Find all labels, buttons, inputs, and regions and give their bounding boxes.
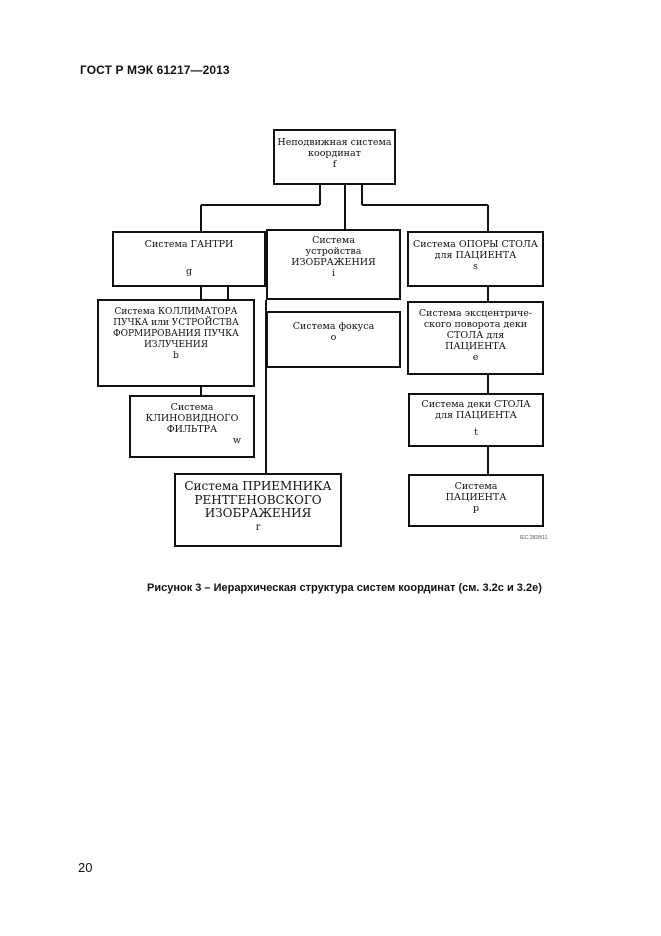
box-collimator-b: Система КОЛЛИМАТОРА ПУЧКА или УСТРОЙСТВА… [97, 299, 255, 387]
box-table-support-s: Система ОПОРЫ СТОЛА для ПАЦИЕНТА s [407, 231, 544, 287]
box-o-line-1: Система фокуса [292, 321, 375, 332]
box-t-line-3: t [474, 427, 478, 438]
box-b-line-5: b [173, 351, 179, 361]
box-fixed-system-f: Неподвижная система координат f [273, 129, 396, 185]
box-image-receptor-r: Система ПРИЕМНИКА РЕНТГЕНОВСКОГО ИЗОБРАЖ… [174, 473, 342, 547]
box-e-line-2: ского поворота деки [423, 319, 528, 330]
box-g-line-1: Система ГАНТРИ [144, 239, 234, 250]
box-gantry-g: Система ГАНТРИ g [112, 231, 266, 287]
box-r-line-1: Система ПРИЕМНИКА [184, 479, 332, 493]
box-t-line-1: Система деки СТОЛА [421, 399, 531, 410]
box-p-line-3: p [472, 503, 480, 514]
box-r-line-3: ИЗОБРАЖЕНИЯ [204, 506, 312, 520]
box-table-top-t: Система деки СТОЛА для ПАЦИЕНТА t [408, 393, 544, 447]
box-i-line-2: устройства [305, 246, 362, 257]
box-i-line-3: ИЗОБРАЖЕНИЯ [291, 257, 376, 268]
figure-caption: Рисунок 3 – Иерархическая структура сист… [147, 582, 542, 594]
box-e-line-4: ПАЦИЕНТА [445, 341, 506, 352]
page-number: 20 [78, 860, 93, 875]
box-f-line-1: Неподвижная система [277, 137, 392, 148]
box-b-line-4: ИЗЛУЧЕНИЯ [144, 340, 208, 350]
box-wedge-w: Система КЛИНОВИДНОГО ФИЛЬТРА w [129, 395, 255, 458]
figure-code: IEC 2828/11 [520, 535, 548, 541]
box-i-line-1: Система [312, 235, 355, 246]
box-p-line-1: Система [454, 481, 498, 492]
box-eccentric-e: Система эксцентриче- ского поворота деки… [407, 301, 544, 375]
box-b-line-2: ПУЧКА или УСТРОЙСТВА [113, 318, 239, 328]
box-r-line-4: r [255, 521, 261, 533]
box-e-line-5: e [472, 352, 479, 363]
box-w-line-1: Система [170, 402, 214, 413]
box-g-line-2: g [185, 266, 193, 277]
box-w-line-3: ФИЛЬТРА [166, 424, 218, 435]
box-s-line-2: для ПАЦИЕНТА [434, 250, 517, 261]
box-w-line-2: КЛИНОВИДНОГО [145, 413, 239, 424]
box-patient-p: Система ПАЦИЕНТА p [408, 474, 544, 527]
box-f-line-3: f [332, 159, 337, 170]
document-header: ГОСТ Р МЭК 61217—2013 [80, 63, 230, 77]
box-o-line-2: o [330, 332, 337, 343]
box-p-line-2: ПАЦИЕНТА [445, 492, 507, 503]
box-i-line-4: i [331, 268, 336, 279]
box-b-line-3: ФОРМИРОВАНИЯ ПУЧКА [113, 329, 239, 339]
box-w-line-4: w [232, 435, 241, 446]
box-focus-o: Система фокуса o [266, 311, 401, 368]
box-e-line-3: СТОЛА для [446, 330, 505, 341]
box-b-line-1: Система КОЛЛИМАТОРА [114, 307, 238, 317]
box-t-line-2: для ПАЦИЕНТА [435, 410, 517, 421]
box-s-line-1: Система ОПОРЫ СТОЛА [412, 239, 538, 250]
box-e-line-1: Система эксцентриче- [418, 308, 533, 319]
box-f-line-2: координат [308, 148, 361, 159]
box-imaging-device-i: Система устройства ИЗОБРАЖЕНИЯ i [266, 229, 401, 300]
box-r-line-2: РЕНТГЕНОВСКОГО [194, 492, 322, 507]
box-s-line-3: s [473, 261, 478, 272]
